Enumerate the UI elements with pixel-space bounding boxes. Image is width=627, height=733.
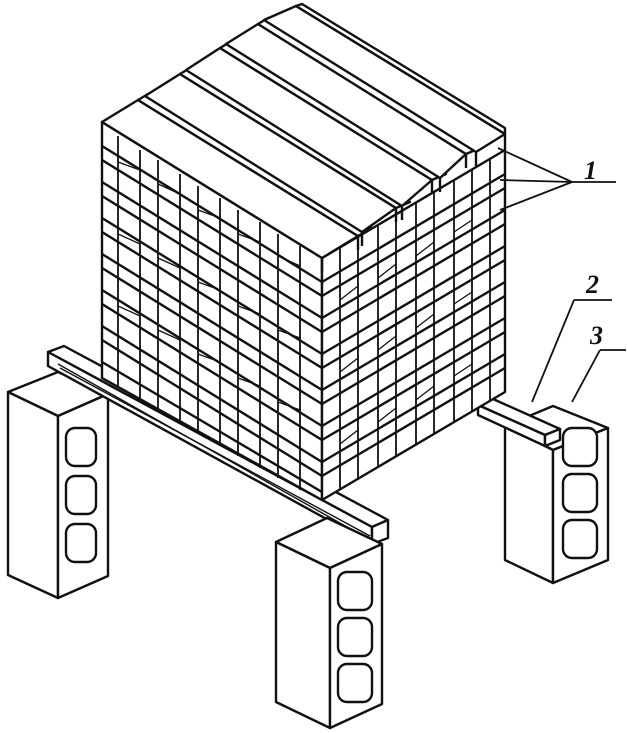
callout-label-2: 2 [586,270,599,299]
stack-right-face [320,148,507,502]
concrete-block-left [6,370,110,600]
concrete-block-front [274,516,384,730]
callout-leaders [497,147,626,403]
callout-label-3: 3 [590,321,603,350]
stack-top-planks [100,2,507,272]
callout-label-1: 1 [584,156,597,185]
stack-left-face [100,120,324,502]
